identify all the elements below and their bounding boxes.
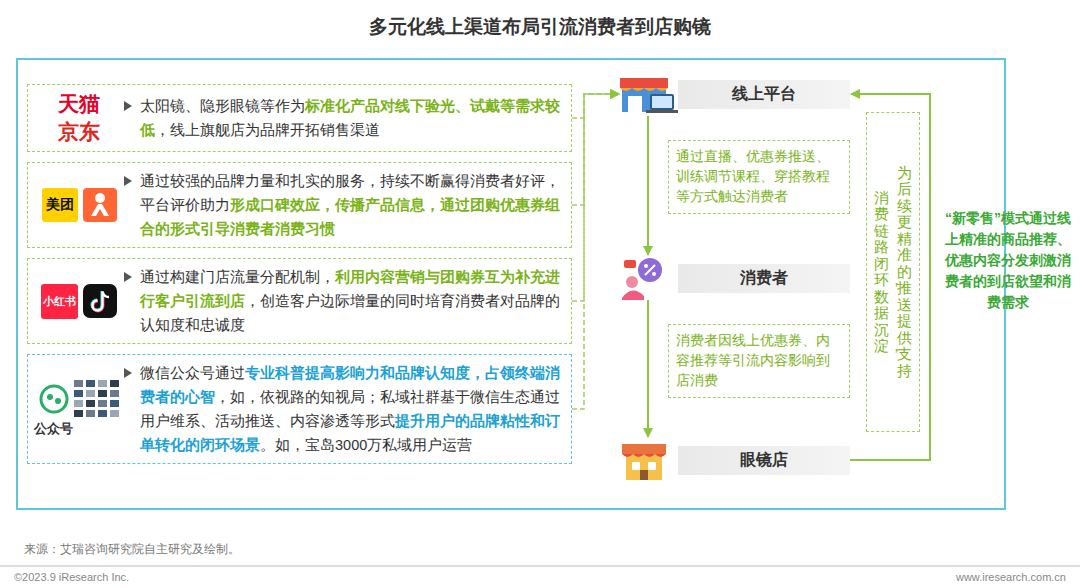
channel-text: 通过较强的品牌力量和扎实的服务，持续不断赢得消费者好评，平台评价助力形成口碑效应… [124,169,563,241]
channel-box: 公众号 微信公众号通过专业科普提高影响力和品牌认知度，占领终端消费者的心智，如，依… [27,354,572,464]
connector [572,94,619,205]
stage-label: 眼镜店 [678,446,850,475]
logo-text: 公众号 [34,420,73,438]
channel-text: 微信公众号通过专业科普提高影响力和品牌认知度，占领终端消费者的心智，如，依视路的… [124,361,563,457]
body-text: 。如，宝岛3000万私域用户运营 [260,437,472,453]
channel-box: 天猫京东太阳镜、隐形眼镜等作为标准化产品对线下验光、试戴等需求较低，线上旗舰店为… [27,84,572,152]
website: www.iresearch.com.cn [780,571,1066,583]
bullet-arrow [124,176,132,186]
logo-area: 公众号 [34,380,124,438]
stage-icon [620,438,678,482]
dianping-logo [83,188,117,222]
connector [572,94,619,118]
note-text: 通过直播、优惠券推送、训练调节课程、穿搭教程等方式触达消费者 [676,147,842,207]
bullet-arrow [124,101,132,111]
logo-area: 美团 [34,188,124,222]
connector [572,94,619,409]
douyin-logo [83,284,117,318]
logo-row [39,380,120,418]
wechat-logo [39,384,69,414]
logo-row: 小红书 [41,284,117,319]
vertical-text: 消费链路闭环，数据沉淀， [874,190,889,355]
logo-area: 小红书 [34,284,124,319]
stage-label: 消费者 [678,264,850,293]
vertical-text: 为后续更精准的推送提供支持 [897,165,912,380]
footer-rule [0,566,1080,567]
diagram-title: 多元化线上渠道布局引流消费者到店购镜 [0,14,1080,40]
body-text: ，线上旗舰店为品牌开拓销售渠道 [155,122,380,138]
note-text: 消费者因线上优惠券、内容推荐等引流内容影响到店消费 [676,331,842,391]
stage-icon [620,72,678,116]
note-box: 消费者因线上优惠券、内容推荐等引流内容影响到店消费 [668,324,850,398]
stage-band: 线上平台 [620,72,850,116]
body-text: 太阳镜、隐形眼镜等作为 [140,98,305,114]
channel-box: 美团 通过较强的品牌力量和扎实的服务，持续不断赢得消费者好评，平台评价助力形成口碑… [27,162,572,248]
logo-text: 天猫 [58,91,100,117]
connector [647,116,649,255]
bullet-arrow [124,272,132,282]
logo-row: 美团 [42,188,117,222]
connector [850,94,930,460]
connector [572,94,619,301]
channel-text: 太阳镜、隐形眼镜等作为标准化产品对线下验光、试戴等需求较低，线上旗舰店为品牌开拓… [124,94,563,142]
side-note: “新零售”模式通过线上精准的商品推荐、优惠内容分发刺激消费者的到店欲望和消费需求 [942,208,1074,313]
source-note: 来源：艾瑞咨询研究院自主研究及绘制。 [24,541,624,558]
channel-box: 小红书 通过构建门店流量分配机制，利用内容营销与团购券互为补充进行客户引流到店，创… [27,258,572,344]
stage-label: 线上平台 [678,80,850,109]
article-thumbnails [74,380,120,418]
stage-band: 眼镜店 [620,438,850,482]
outer-frame [17,59,1005,509]
body-text: 微信公众号通过 [140,365,245,381]
body-text: 通过构建门店流量分配机制， [140,269,335,285]
logo-text: 小红书 [41,284,78,319]
bullet-arrow [124,368,132,378]
stage-icon [620,256,678,300]
vertical-note-box: 消费链路闭环，数据沉淀， 为后续更精准的推送提供支持 [866,112,920,432]
note-box: 通过直播、优惠券推送、训练调节课程、穿搭教程等方式触达消费者 [668,140,850,214]
connector [647,300,649,437]
stage-band: 消费者 [620,256,850,300]
logo-text: 京东 [58,119,100,145]
channel-text: 通过构建门店流量分配机制，利用内容营销与团购券互为补充进行客户引流到店，创造客户… [124,265,563,337]
logo-area: 天猫京东 [34,91,124,145]
logo-text: 美团 [42,188,78,222]
copyright: ©2023.9 iResearch Inc. [14,571,314,583]
